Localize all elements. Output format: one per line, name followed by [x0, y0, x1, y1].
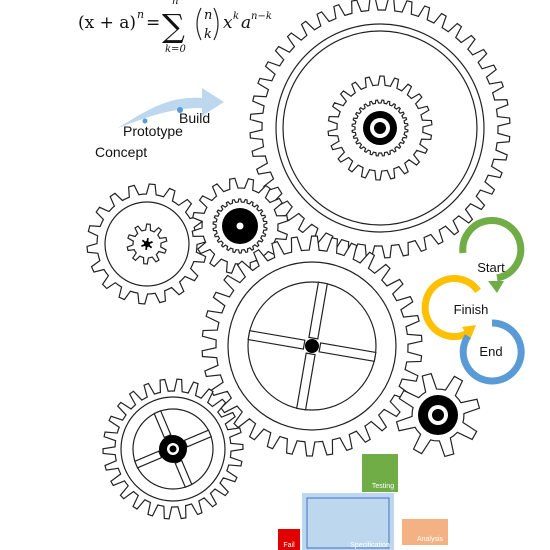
curved-arrow-icon — [118, 88, 224, 128]
progress-arrow: Concept Prototype Build — [95, 88, 224, 160]
cycle-arc-end — [459, 319, 525, 385]
fail-label: Fail — [283, 542, 295, 549]
formula-sum-upper: n — [172, 0, 178, 7]
cycle-diagram: Start Finish End — [421, 216, 525, 385]
formula-equals: = — [146, 13, 160, 33]
process-boxes: Testing Specification Analysis Fail — [278, 454, 448, 550]
star-gear-icon — [395, 372, 481, 458]
cycle-arrowhead-finish — [462, 325, 476, 340]
binomial-formula: (x + a) n = n ∑ k=0 n k x k a n−k — [78, 0, 272, 55]
cycle-label-end: End — [479, 344, 502, 359]
small-gear-center — [141, 238, 153, 250]
formula-lhs: (x + a) — [78, 13, 136, 33]
cycle-arc-finish — [421, 275, 481, 340]
spoked-gear-small-axle — [169, 445, 177, 453]
spoked-gear-large-rim — [227, 261, 397, 431]
spoked-gear-large-spoke — [247, 329, 306, 350]
spoked-gear-large-inner — [247, 281, 377, 411]
spoked-gear-small-spoke — [183, 429, 212, 448]
large-gear-rim — [275, 23, 485, 233]
large-gear-icon — [249, 0, 511, 259]
formula-sigma: ∑ — [162, 7, 185, 45]
formula-x-exponent: k — [233, 11, 239, 22]
fail-box — [278, 529, 300, 550]
star-gear-axle — [432, 409, 444, 421]
specification-label: Specification — [350, 542, 390, 549]
small-gear-icon — [86, 183, 208, 305]
medium-gear-hole — [236, 222, 244, 230]
spoked-gear-large-axle — [305, 339, 319, 353]
spoked-gear-small-inner — [132, 408, 214, 490]
spoked-gear-large-spoke — [318, 342, 377, 363]
gears-group — [86, 0, 511, 520]
step-prototype: Prototype — [123, 123, 183, 139]
spoked-gear-small-spoke — [134, 450, 163, 469]
small-gear-rim — [104, 201, 190, 287]
testing-label: Testing — [372, 483, 394, 490]
formula-binom-top: n — [204, 8, 212, 23]
formula-a: a — [241, 13, 251, 33]
analysis-box — [402, 519, 448, 545]
binom-left-paren — [196, 7, 202, 41]
formula-a-exponent: n−k — [251, 11, 272, 22]
cycle-arc-start — [459, 216, 525, 282]
analysis-label: Analysis — [417, 536, 444, 543]
cycle-label-finish: Finish — [454, 302, 489, 317]
binom-right-paren — [213, 7, 219, 41]
cycle-arrowhead-start — [488, 281, 504, 293]
cycle-label-start: Start — [477, 260, 505, 275]
specification-box — [302, 493, 394, 550]
formula-binom-bottom: k — [204, 27, 212, 42]
spoked-gear-small-spoke — [174, 459, 193, 488]
spoked-gear-small-spoke — [153, 410, 172, 439]
spoked-gear-large-spoke — [308, 281, 329, 340]
spoked-gear-large-spoke — [295, 352, 316, 411]
spoked-gear-small-icon — [102, 378, 244, 520]
formula-x: x — [223, 13, 233, 33]
specification-inner-border — [306, 497, 390, 549]
formula-sum-lower: k=0 — [165, 44, 186, 55]
spoked-gear-large-icon — [201, 235, 423, 457]
large-gear-inner-rim — [282, 30, 478, 226]
testing-box — [362, 454, 398, 492]
step-concept: Concept — [95, 144, 147, 160]
progress-dot-prototype — [142, 118, 148, 124]
formula-lhs-exponent: n — [137, 8, 144, 21]
large-gear-axle — [374, 122, 386, 134]
spoked-gear-small-rim — [120, 396, 226, 502]
progress-dot-build — [177, 107, 183, 113]
step-build: Build — [179, 110, 210, 126]
